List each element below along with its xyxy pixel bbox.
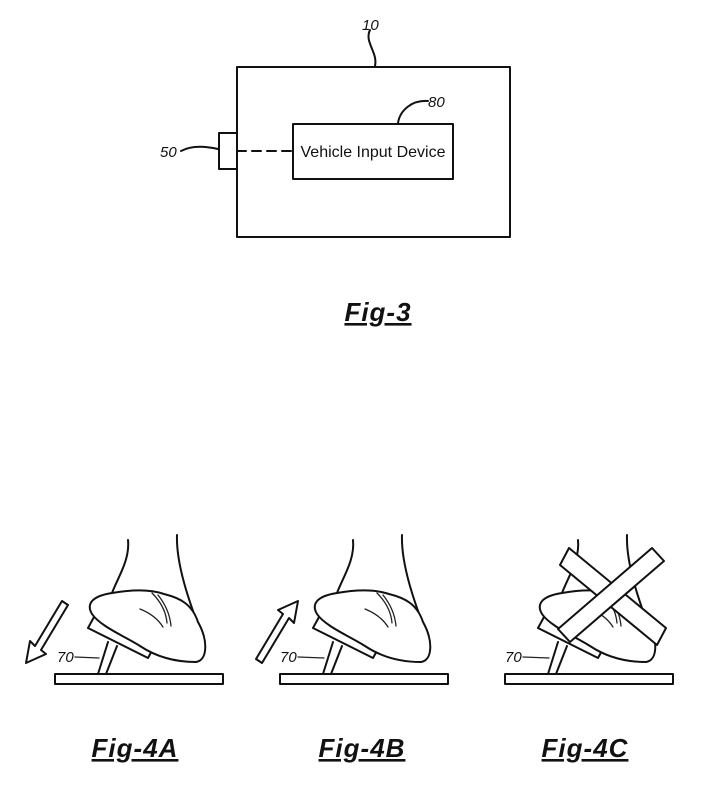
- vehicle-input-device-box: [292, 123, 454, 180]
- fig-4b: 70 Fig-4B: [255, 534, 449, 763]
- fig-4b-caption: Fig-4B: [319, 733, 406, 763]
- pedal-ref-leader: [297, 656, 325, 659]
- connector-ref-label: 50: [160, 144, 177, 161]
- fig-4c-caption: Fig-4C: [542, 733, 629, 763]
- connector-block: [218, 132, 238, 170]
- pedal-ref-label: 70: [57, 649, 74, 666]
- floor-plate: [279, 673, 449, 685]
- fig-3: 10 Vehicle Input Device 80 50 Fig-3: [160, 17, 511, 327]
- fig-4c: 70 Fig-4C: [504, 534, 674, 763]
- arrow-down-left-icon: [25, 600, 69, 664]
- device-ref-leader: [397, 99, 429, 124]
- pedal-ref-label: 70: [280, 649, 297, 666]
- fig-4a-caption: Fig-4A: [92, 733, 179, 763]
- pedal-ref-leader: [74, 656, 100, 659]
- system-ref-leader: [367, 29, 377, 67]
- system-ref-label: 10: [362, 17, 379, 34]
- vehicle-input-device-label: Vehicle Input Device: [301, 144, 446, 161]
- pedal-ref-label: 70: [505, 649, 522, 666]
- cross-out-x-icon: [557, 547, 667, 646]
- fig-4a: 70 Fig-4A: [25, 534, 224, 763]
- pedal-ref-leader: [522, 656, 550, 659]
- floor-plate: [504, 673, 674, 685]
- device-ref-label: 80: [428, 94, 445, 111]
- floor-plate: [54, 673, 224, 685]
- fig-3-caption: Fig-3: [344, 297, 411, 327]
- arrow-up-right-icon: [255, 600, 299, 664]
- connector-ref-leader: [180, 145, 219, 152]
